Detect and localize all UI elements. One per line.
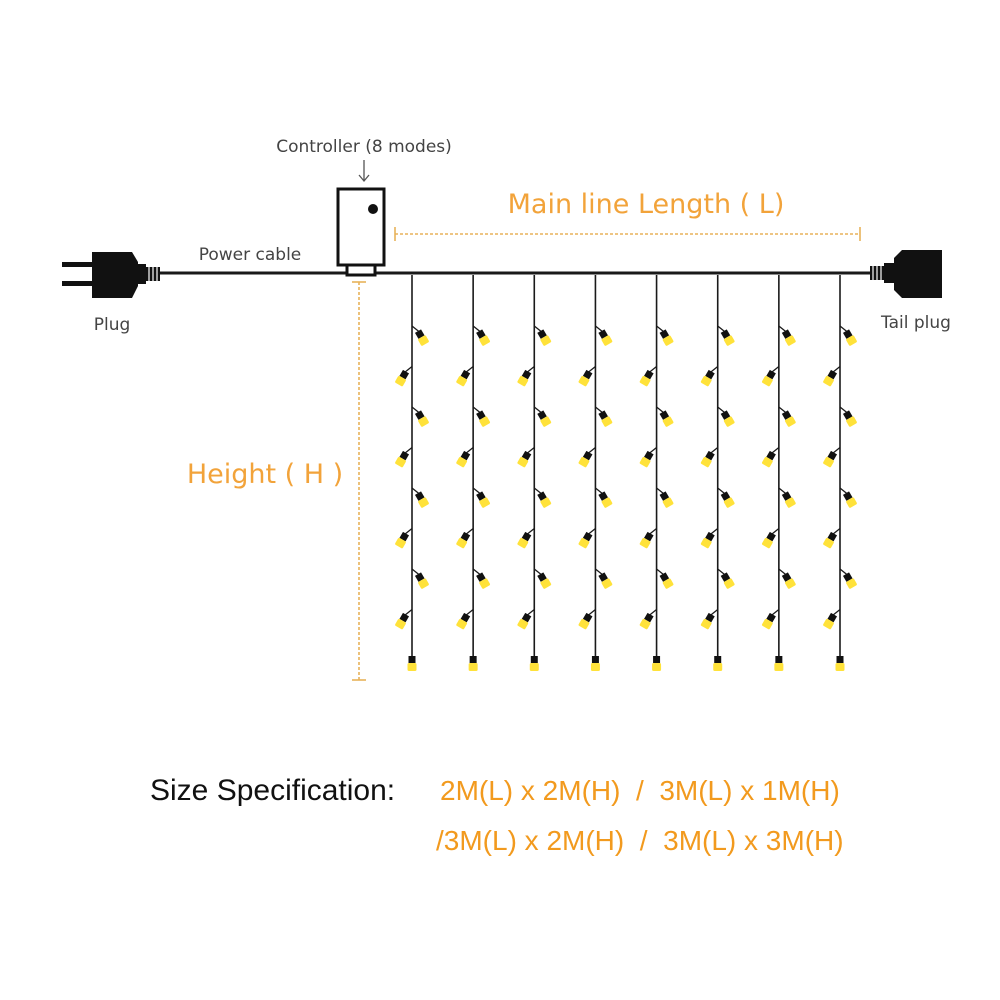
bulb-icon [842, 410, 857, 427]
bulb-icon [578, 531, 593, 549]
bulb-icon [659, 410, 674, 427]
bulb-icon [414, 329, 429, 346]
bulb-icon [639, 450, 654, 468]
bulb-icon [713, 656, 723, 671]
bulb-icon [781, 491, 796, 508]
bulb-icon [781, 410, 796, 427]
size-spec-line-1: 2M(L) x 2M(H) / 3M(L) x 1M(H) [440, 775, 840, 806]
bulb-icon [476, 491, 490, 508]
bulb-icon [578, 450, 593, 468]
controller-label: Controller (8 modes) [276, 137, 452, 157]
bulb-icon [639, 369, 654, 387]
bulb-icon [517, 612, 532, 630]
bulb-icon [517, 369, 532, 387]
tail-plug-icon [870, 250, 942, 298]
main-line-dimension [394, 227, 861, 241]
light-strand [578, 275, 613, 671]
bulb-icon [720, 491, 735, 508]
bulb-icon [700, 531, 715, 549]
bulb-icon [590, 656, 600, 671]
height-dimension [352, 281, 366, 681]
light-strands [395, 275, 857, 671]
bulb-icon [395, 450, 410, 468]
power-cable-label: Power cable [199, 245, 302, 265]
bulb-icon [762, 369, 776, 387]
bulb-icon [781, 572, 796, 589]
light-strand [639, 275, 674, 671]
bulb-icon [537, 329, 552, 346]
light-strand [395, 275, 429, 671]
bulb-icon [414, 491, 429, 508]
size-spec-line-2: /3M(L) x 2M(H) / 3M(L) x 3M(H) [436, 825, 844, 856]
bulb-icon [781, 329, 796, 346]
bulb-icon [652, 656, 662, 671]
bulb-icon [456, 450, 471, 468]
height-label: Height ( H ) [187, 459, 343, 490]
bulb-icon [598, 491, 613, 508]
controller-button-icon [368, 204, 378, 214]
bulb-icon [529, 656, 539, 671]
bulb-icon [842, 572, 857, 589]
bulb-icon [537, 410, 552, 427]
plug-label: Plug [94, 315, 131, 335]
bulb-icon [639, 612, 654, 630]
bulb-icon [456, 531, 471, 549]
bulb-icon [700, 450, 715, 468]
bulb-icon [842, 329, 857, 346]
bulb-icon [517, 450, 532, 468]
bulb-icon [407, 656, 417, 671]
bulb-icon [700, 369, 715, 387]
bulb-icon [468, 656, 478, 671]
main-line-length-label: Main line Length ( L) [508, 189, 785, 220]
plug-icon [62, 252, 160, 298]
size-spec-heading: Size Specification: [150, 774, 395, 807]
bulb-icon [414, 410, 429, 427]
bulb-icon [598, 329, 613, 346]
bulb-icon [823, 612, 838, 630]
bulb-icon [823, 450, 838, 468]
controller-box [336, 187, 386, 277]
bulb-icon [762, 612, 776, 630]
bulb-icon [823, 369, 838, 387]
bulb-icon [720, 329, 735, 346]
bulb-icon [762, 450, 776, 468]
bulb-icon [659, 491, 674, 508]
bulb-icon [774, 656, 784, 671]
bulb-icon [456, 612, 471, 630]
bulb-icon [720, 572, 735, 589]
bulb-icon [476, 410, 490, 427]
bulb-icon [578, 612, 593, 630]
bulb-icon [598, 410, 613, 427]
bulb-icon [395, 612, 410, 630]
bulb-icon [414, 572, 429, 589]
bulb-icon [456, 369, 471, 387]
bulb-icon [639, 531, 654, 549]
bulb-icon [700, 612, 715, 630]
controller-arrow-icon [358, 160, 370, 183]
bulb-icon [395, 531, 410, 549]
bulb-icon [578, 369, 593, 387]
light-strand [823, 275, 857, 671]
bulb-icon [720, 410, 735, 427]
light-strand [456, 275, 490, 671]
light-strand [762, 275, 796, 671]
bulb-icon [835, 656, 845, 671]
bulb-icon [823, 531, 838, 549]
bulb-icon [537, 491, 552, 508]
bulb-icon [598, 572, 613, 589]
bulb-icon [842, 491, 857, 508]
bulb-icon [659, 572, 674, 589]
bulb-icon [476, 329, 490, 346]
light-strand [700, 275, 735, 671]
bulb-icon [762, 531, 776, 549]
bulb-icon [659, 329, 674, 346]
bulb-icon [395, 369, 410, 387]
bulb-icon [517, 531, 532, 549]
bulb-icon [476, 572, 490, 589]
light-strand [517, 275, 552, 671]
bulb-icon [537, 572, 552, 589]
tail-plug-label: Tail plug [880, 313, 951, 333]
